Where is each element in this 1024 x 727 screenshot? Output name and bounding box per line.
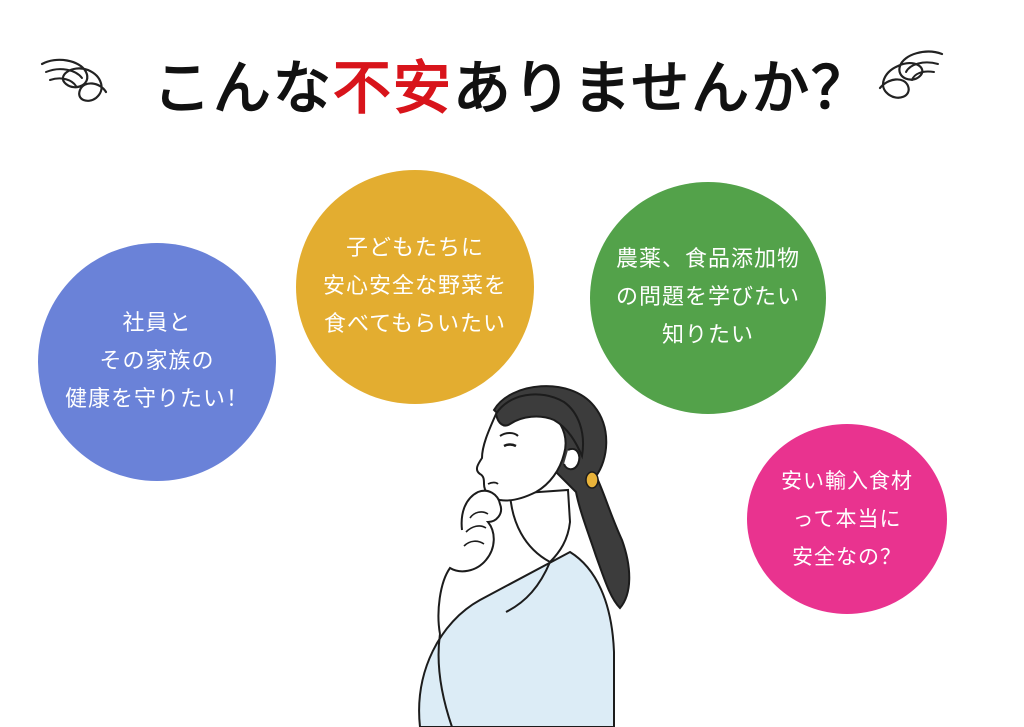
bubble-line: って本当に (792, 507, 902, 531)
thinking-woman-illustration (418, 385, 631, 727)
title-accent: 不安 (332, 54, 453, 122)
bubble-line: 健康を守りたい！ (64, 387, 249, 412)
page-title: こんな不安ありませんか？ (152, 54, 872, 122)
concern-bubble-family-health: 社員と その家族の 健康を守りたい！ (38, 243, 276, 481)
bubble-line: 安心安全な野菜を (322, 274, 507, 299)
bubble-line: 食べてもらいたい (323, 312, 507, 337)
bubble-line: 安全なの？ (792, 545, 902, 569)
concern-bubble-children-vegetables: 子どもたちに 安心安全な野菜を 食べてもらいたい (296, 170, 534, 404)
bubble-line: その家族の (99, 349, 215, 374)
scribble-swirl-icon (40, 58, 108, 102)
bubble-line: 農薬、食品添加物 (615, 247, 800, 272)
bubble-line: 社員と (122, 311, 192, 336)
bubble-line: 子どもたちに (345, 236, 484, 261)
concern-bubble-pesticides: 農薬、食品添加物 の問題を学びたい 知りたい (590, 182, 826, 414)
concern-bubble-imported-food: 安い輸入食材 って本当に 安全なの？ (747, 424, 947, 614)
scribble-swirl-icon (878, 50, 944, 99)
bubble-line: の問題を学びたい (615, 285, 800, 310)
bubble-line: 安い輸入食材 (781, 469, 913, 493)
bubble-line: 知りたい (661, 323, 754, 348)
